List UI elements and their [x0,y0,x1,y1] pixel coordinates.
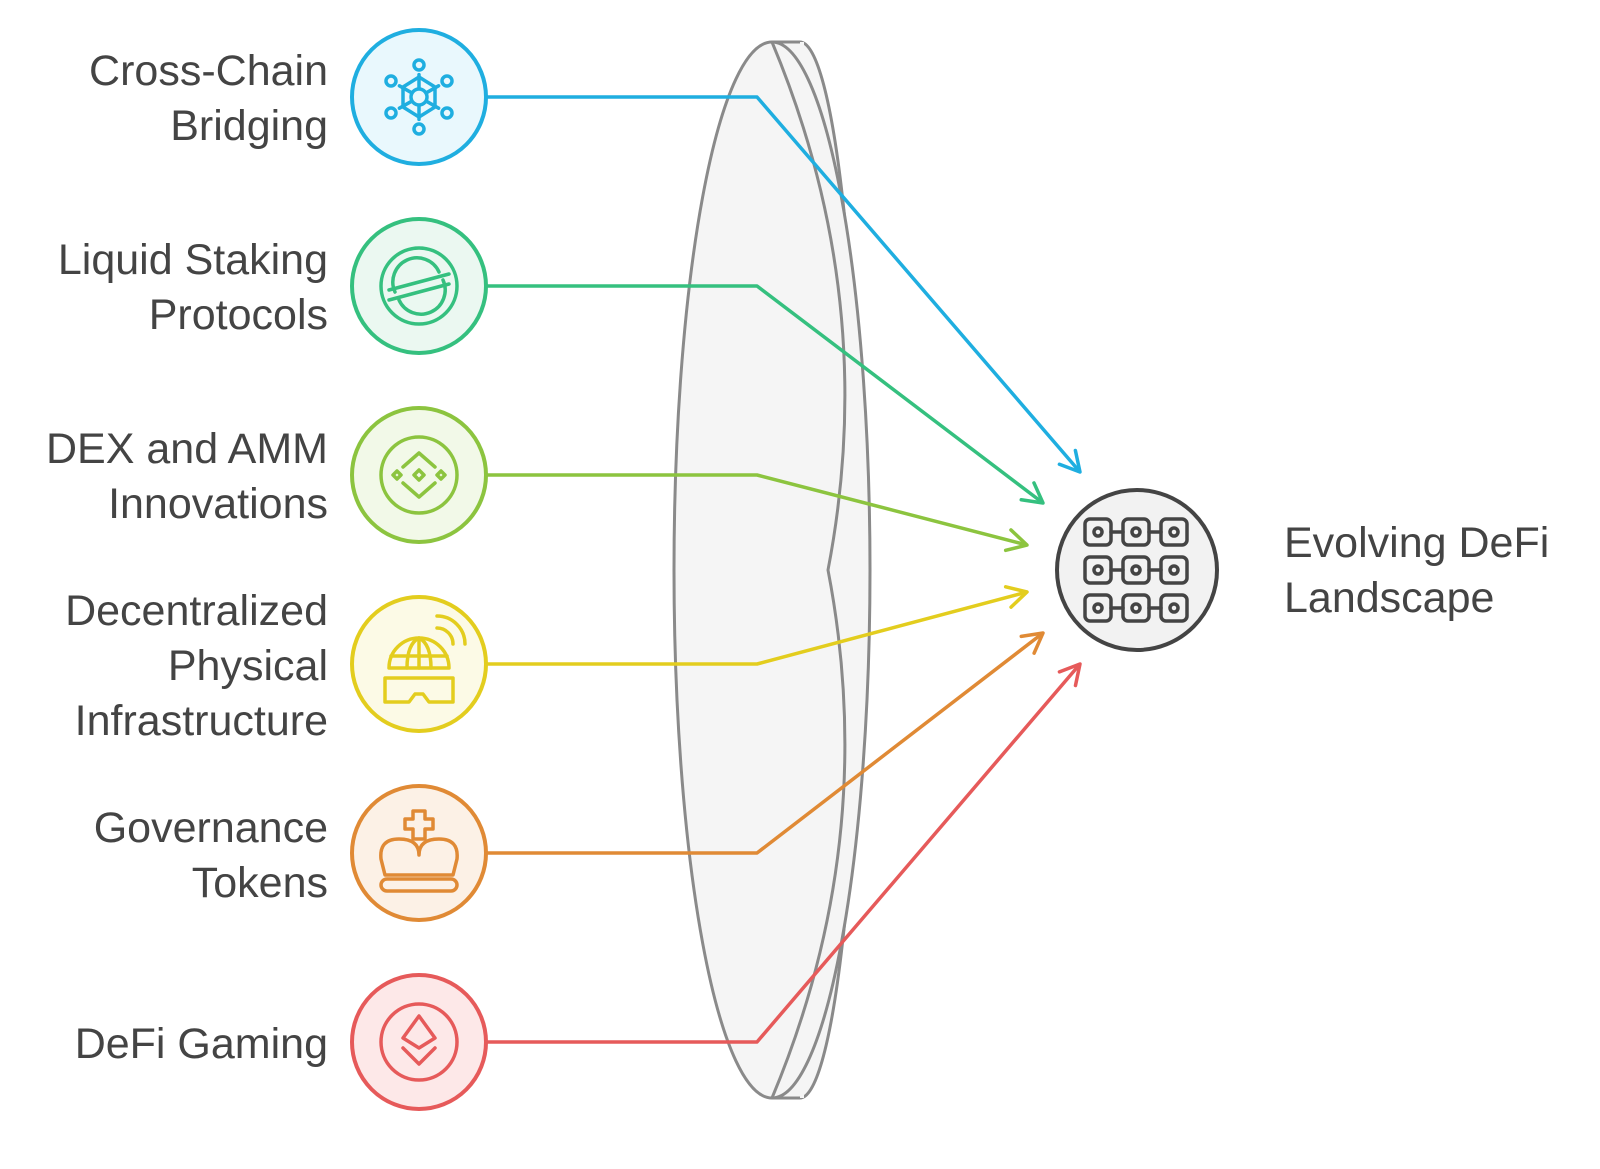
label-defi-gaming: DeFi Gaming [74,1020,328,1068]
arrowhead-liquid-staking [1019,481,1045,505]
label-dex-amm-innovations: DEX and AMM Innovations [46,425,328,528]
output-circle [1055,488,1219,652]
lens-front-face [672,40,872,1100]
node-depin [350,595,488,733]
connector-defi-gaming [486,662,1082,1044]
arrowhead-dex-amm [1003,528,1029,553]
label-evolving-defi-landscape: Evolving DeFi Landscape [1284,519,1550,622]
crown-icon [379,809,459,893]
node-circle-liquid-staking [350,217,488,355]
binance-coin-icon [379,435,459,515]
label-cross-chain-bridging: Cross-Chain Bridging [89,47,328,150]
network-nodes-icon [384,58,454,136]
node-defi-gaming [350,973,488,1111]
arrowhead-cross-chain [1057,448,1082,474]
node-circle-cross-chain [350,28,488,166]
node-circle-dex-amm [350,406,488,544]
output-node [1055,488,1219,652]
connector-liquid-staking [486,284,1045,505]
connector-governance [486,631,1045,855]
node-cross-chain [350,28,488,166]
label-governance-tokens: Governance Tokens [93,804,328,907]
blockchain-grid-icon [1083,517,1189,623]
label-decentralized-physical-infrastructure: Decentralized Physical Infrastructure [65,587,328,745]
node-governance [350,784,488,922]
lens-inner-curve [770,41,847,1099]
arrowhead-governance [1019,631,1045,655]
connector-depin [486,590,1028,666]
arrowhead-defi-gaming [1057,662,1082,688]
input-nodes [350,28,488,1111]
node-circle-defi-gaming [350,973,488,1111]
stellar-coin-icon [379,246,459,326]
node-dex-amm [350,406,488,544]
lens [672,40,872,1100]
connector-cross-chain [486,95,1082,474]
ethereum-coin-icon [379,1002,459,1082]
vr-globe-signal-icon [383,614,467,704]
arrowhead-depin [1003,585,1029,609]
connector-lines [486,95,1082,1044]
node-liquid-staking [350,217,488,355]
label-liquid-staking-protocols: Liquid Staking Protocols [57,236,328,339]
connector-dex-amm [486,473,1028,547]
